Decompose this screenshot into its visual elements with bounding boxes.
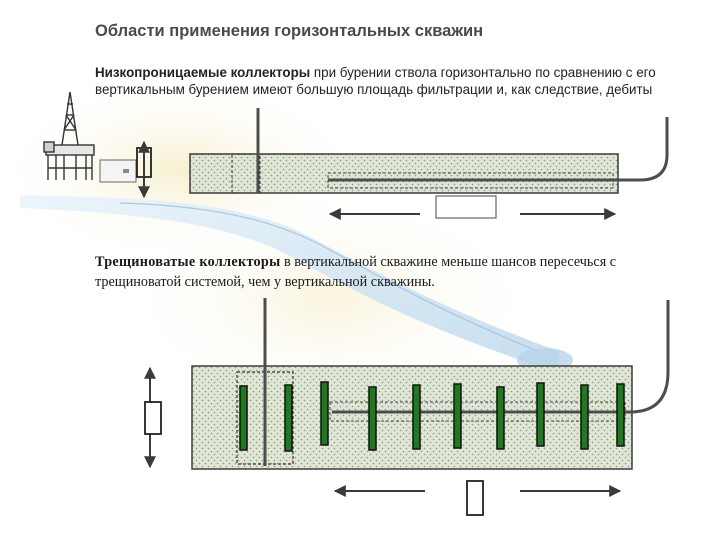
lower-horizontal-well-pipe <box>332 300 670 414</box>
fracture <box>496 386 505 450</box>
lower-vertical-arrow-frame <box>144 401 162 435</box>
upper-horizontal-well-pipe <box>328 117 669 182</box>
fracture <box>239 385 248 451</box>
fracture <box>368 386 377 451</box>
low-permeability-text: при бурении ствола горизонтально по срав… <box>95 65 656 97</box>
fractured-paragraph: Трещиноватые коллекторы в вертикальной с… <box>95 252 695 292</box>
lower-reservoir <box>191 365 633 470</box>
fractured-term: Трещиноватые коллекторы <box>95 254 281 270</box>
fracture <box>616 383 625 447</box>
upper-diagram <box>136 108 669 220</box>
low-permeability-term: Низкопроницаемые коллекторы <box>95 65 311 80</box>
background-scenery <box>0 75 573 410</box>
fracture <box>453 383 462 449</box>
fracture <box>320 381 329 446</box>
fracture <box>284 384 293 452</box>
trailer-icon <box>99 159 137 183</box>
fractured-text: в вертикальной скважине меньше шансов пе… <box>95 254 617 290</box>
lower-horizontal-well-zone <box>329 401 626 422</box>
slide-title: Области применения горизонтальных скважи… <box>95 22 484 40</box>
fracture <box>580 384 589 450</box>
low-permeability-paragraph: Низкопроницаемые коллекторы при бурении … <box>95 64 705 98</box>
lower-horizontal-arrow-frame <box>466 480 484 516</box>
drilling-rig-icon <box>43 91 95 180</box>
lower-diagram <box>144 298 670 516</box>
upper-vertical-zone <box>231 153 261 194</box>
upper-horizontal-arrow-frame <box>435 195 497 219</box>
fracture <box>536 382 545 447</box>
fracture <box>412 384 421 450</box>
fracture-set <box>239 381 625 452</box>
